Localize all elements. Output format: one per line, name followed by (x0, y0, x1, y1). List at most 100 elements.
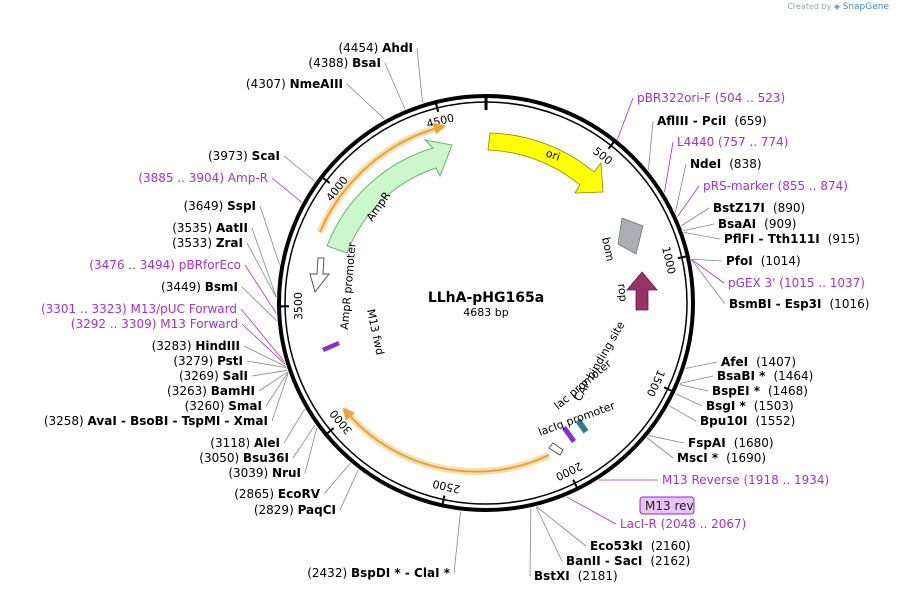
site-name: BsaI (352, 56, 381, 70)
site-label[interactable]: PfoI(1014) (726, 254, 801, 268)
site-label[interactable]: BspEI *(1468) (712, 384, 808, 398)
leader-line (242, 324, 285, 364)
site-name: PstI (217, 354, 243, 368)
site-isoschizomer: - Esp3I (771, 297, 821, 311)
site-label[interactable]: (3449) BsmI (161, 280, 238, 294)
site-label[interactable]: (3269) SalI (179, 369, 248, 383)
site-label[interactable]: (3279) PstI (173, 354, 243, 368)
site-label[interactable]: AflIII - PciI(659) (657, 114, 767, 128)
site-label[interactable]: BsgI *(1503) (706, 399, 794, 413)
site-label[interactable]: AfeI (1407) (721, 355, 796, 369)
primer-label[interactable]: L4440 (757 .. 774) (677, 135, 788, 149)
primer-label[interactable]: pGEX 3' (1015 .. 1037) (728, 276, 865, 290)
site-label[interactable]: (3533) ZraI (172, 236, 243, 250)
tick-label: 2500 (431, 477, 461, 496)
site-label[interactable]: NdeI(838) (690, 157, 762, 171)
site-label[interactable]: (3118) AleI (210, 436, 280, 450)
tick-label: 1000 (659, 245, 678, 275)
primer-label[interactable]: (3301 .. 3323) M13/pUC Forward (41, 302, 237, 316)
site-position: (3039) (228, 466, 272, 480)
site-label[interactable]: BstZ17I(890) (713, 201, 805, 215)
site-label[interactable]: BsaAI(909) (718, 217, 796, 231)
site-label[interactable]: (3039) NruI (228, 466, 301, 480)
rop-feature[interactable] (627, 272, 657, 310)
bom-feature[interactable] (618, 218, 643, 254)
m13-rev-label: M13 rev (645, 499, 694, 513)
site-label[interactable]: BsmBI - Esp3I(1016) (729, 297, 869, 311)
leader-line (681, 208, 709, 226)
primer-label[interactable]: (3476 .. 3494) pBRforEco (89, 258, 241, 272)
site-name: AflIII (657, 114, 689, 128)
leader-line (347, 84, 384, 119)
site-name: MscI * (677, 451, 719, 465)
site-label[interactable]: (4388) BsaI (308, 56, 381, 70)
site-position: (2160) (651, 539, 691, 553)
site-name: BsaAI (718, 217, 756, 231)
site-label[interactable]: (3263) BamHI (167, 384, 255, 398)
site-position: (1464) (773, 369, 813, 383)
site-label[interactable]: Bpu10I(1552) (700, 414, 795, 428)
site-name: BamHI (211, 384, 255, 398)
laciq-promoter-arrow[interactable] (549, 443, 563, 455)
leader-line (691, 259, 722, 261)
site-position: (1016) (830, 297, 870, 311)
rop-label: rop (615, 283, 630, 302)
leader-line (247, 243, 276, 297)
leader-line (266, 373, 288, 406)
m13-fwd-feature[interactable] (322, 341, 340, 352)
site-label[interactable]: (2432) BspDI * - ClaI * (307, 566, 450, 580)
credit: Created by ◈ SnapGene (787, 2, 889, 12)
site-position: (3260) (185, 399, 229, 413)
primer-label[interactable]: pBR322ori-F (504 .. 523) (637, 91, 785, 105)
ampr-promoter-label: AmpR promoter (338, 242, 359, 331)
site-label[interactable]: (3649) SspI (183, 199, 256, 213)
leader-line (647, 438, 673, 458)
leader-line (691, 259, 724, 283)
site-label[interactable]: Eco53kI(2160) (590, 539, 691, 553)
site-label[interactable]: (3535) AatII (172, 221, 248, 235)
site-name: Bpu10I (700, 414, 747, 428)
leader-line (530, 508, 531, 576)
site-position: (1407) (756, 355, 796, 369)
site-label[interactable]: (3283) HindIII (152, 339, 240, 353)
site-label[interactable]: MscI *(1690) (677, 451, 766, 465)
primer-label[interactable]: pRS-marker (855 .. 874) (703, 179, 848, 193)
site-label[interactable]: (4307) NmeAIII (246, 77, 343, 91)
credit-brand: SnapGene (843, 2, 889, 12)
leader-line (284, 156, 315, 181)
site-label[interactable]: (3258) AvaI - BsoBI - TspMI - XmaI (44, 414, 268, 428)
site-isoschizomer: - SacI (601, 554, 643, 568)
primer-label[interactable]: (3292 .. 3309) M13 Forward (71, 317, 238, 331)
leader-line (260, 206, 280, 265)
site-label[interactable]: (3973) ScaI (208, 149, 280, 163)
site-label[interactable]: (3260) SmaI (185, 399, 262, 413)
ampr-promoter-arrow[interactable] (310, 258, 329, 292)
site-position: (1503) (754, 399, 794, 413)
leader-line (385, 63, 405, 109)
site-position: (3649) (183, 199, 227, 213)
primer-label[interactable]: LacI-R (2048 .. 2067) (620, 517, 746, 531)
site-label[interactable]: PflFI - Tth111I(915) (724, 232, 860, 246)
site-label[interactable]: BsaBI *(1464) (717, 369, 813, 383)
site-label[interactable]: BstXI(2181) (534, 569, 618, 583)
site-label[interactable]: FspAI(1680) (688, 436, 774, 450)
site-label[interactable]: BanII - SacI (2162) (566, 554, 690, 568)
leader-line (649, 436, 684, 443)
ori-feature[interactable] (488, 133, 603, 193)
site-position: (2162) (650, 554, 690, 568)
site-label[interactable]: (4454) AhdI (338, 41, 413, 55)
primer-label[interactable]: (3885 .. 3904) Amp-R (138, 171, 268, 185)
site-label[interactable]: (2865) EcoRV (234, 487, 321, 501)
site-name: BspDI * (351, 566, 401, 580)
site-name: AfeI (721, 355, 748, 369)
site-label[interactable]: (3050) Bsu36I (199, 451, 289, 465)
site-name: ZraI (216, 236, 243, 250)
snapgene-logo-icon: ◈ (834, 2, 840, 11)
primer-label[interactable]: M13 Reverse (1918 .. 1934) (662, 473, 829, 487)
site-label[interactable]: (2829) PaqCI (254, 503, 336, 517)
leader-line (648, 121, 653, 170)
site-position: (3973) (208, 149, 252, 163)
site-name: PfoI (726, 254, 753, 268)
site-name: BanII (566, 554, 601, 568)
